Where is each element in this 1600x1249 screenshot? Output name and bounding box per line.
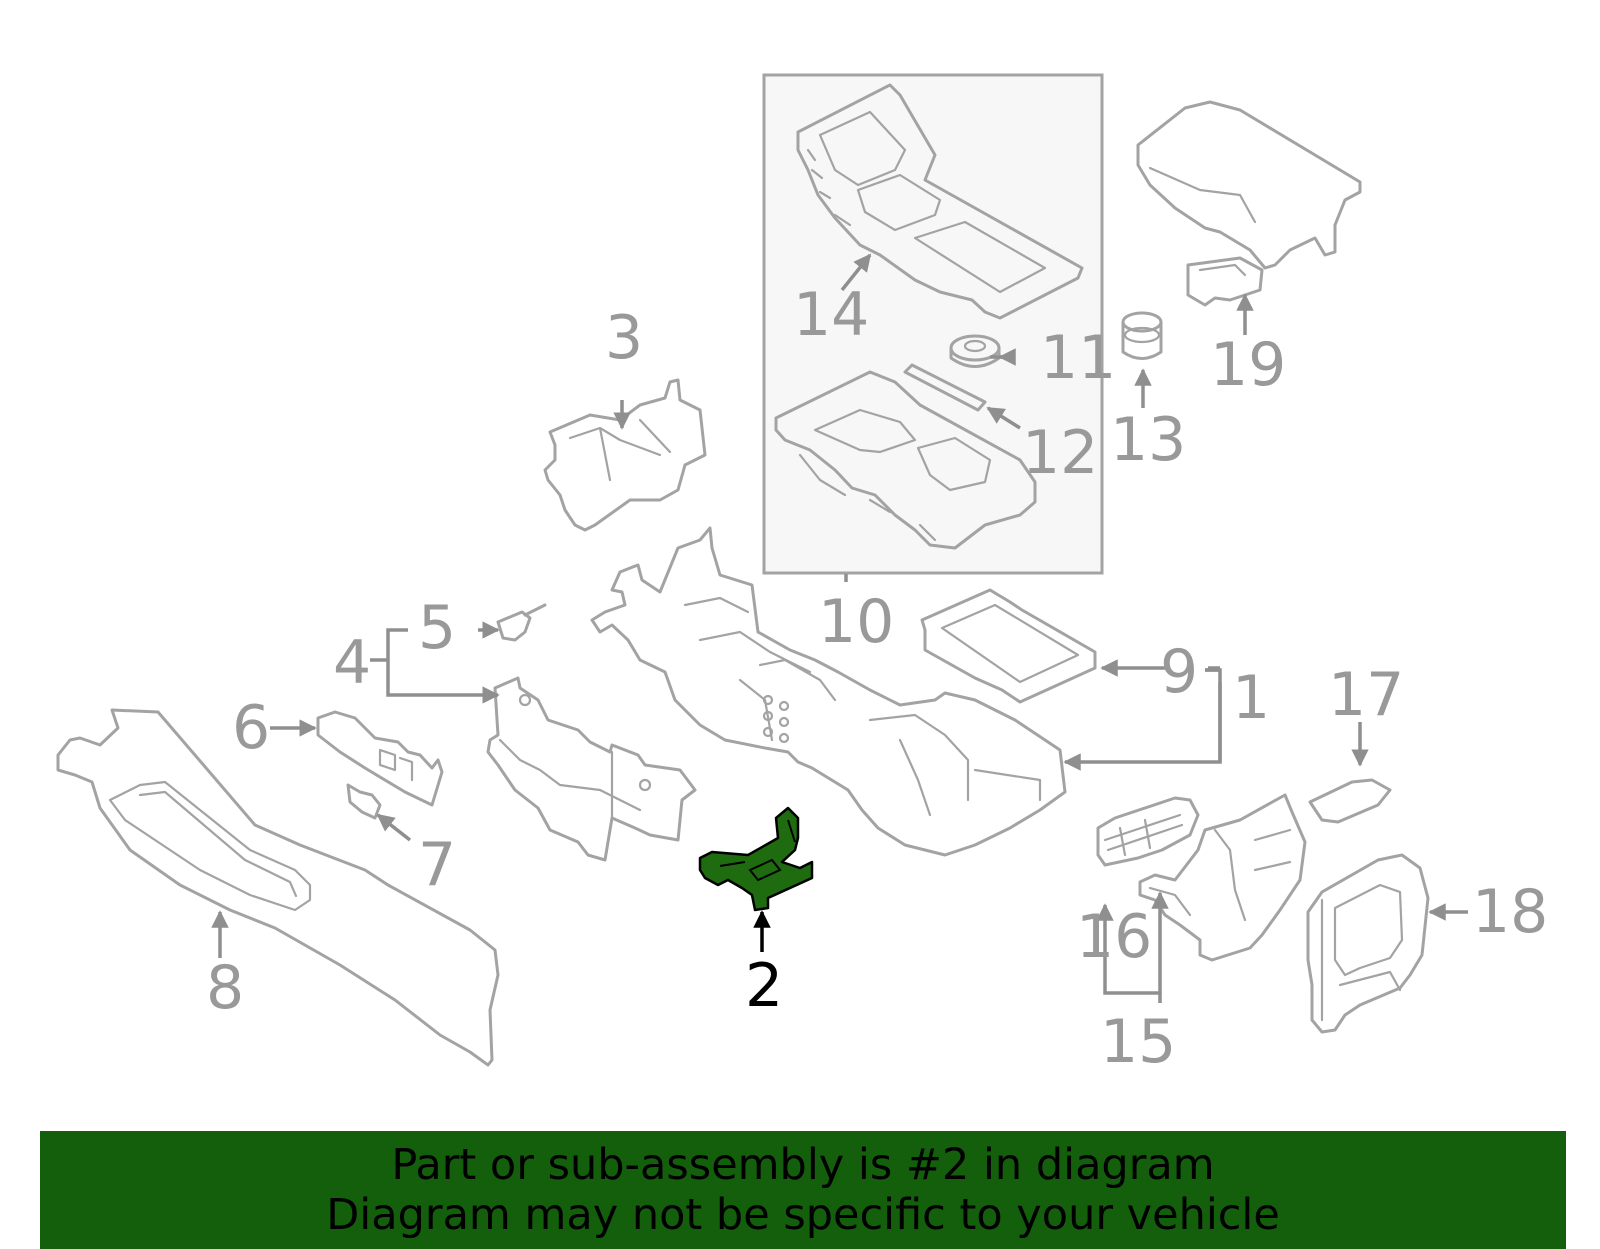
callout-2: 2 bbox=[745, 951, 783, 1021]
callout-11: 11 bbox=[1040, 323, 1116, 393]
callout-1: 1 bbox=[1232, 663, 1270, 733]
callout-17: 17 bbox=[1328, 660, 1404, 730]
callout-5: 5 bbox=[418, 593, 456, 663]
part-1-console-body bbox=[590, 526, 1067, 857]
part-19-armrest bbox=[1136, 100, 1362, 307]
part-9-tray bbox=[920, 588, 1097, 704]
info-banner: Part or sub-assembly is #2 in diagram Di… bbox=[40, 1131, 1566, 1249]
callout-19: 19 bbox=[1210, 330, 1286, 400]
part-10-console-top bbox=[774, 370, 1037, 550]
callout-18: 18 bbox=[1472, 877, 1548, 947]
callout-12: 12 bbox=[1022, 418, 1098, 488]
leader-lines bbox=[211, 253, 1468, 1003]
banner-line-1: Part or sub-assembly is #2 in diagram bbox=[391, 1140, 1215, 1190]
banner-line-2: Diagram may not be specific to your vehi… bbox=[326, 1190, 1280, 1240]
part-13-cup-insert bbox=[1121, 311, 1163, 360]
callout-labels: 1 2 3 4 5 6 7 8 9 10 11 12 13 14 15 16 1… bbox=[206, 280, 1548, 1077]
part-14-shifter-bezel bbox=[796, 83, 1084, 320]
part-12-strip bbox=[903, 363, 987, 412]
callout-10: 10 bbox=[818, 587, 894, 657]
callout-6: 6 bbox=[232, 693, 270, 763]
part-4-side-panel bbox=[486, 676, 697, 862]
part-7-clip bbox=[346, 783, 382, 820]
part-6-trim bbox=[316, 710, 444, 807]
part-2-bracket-highlighted bbox=[698, 806, 814, 912]
callout-13: 13 bbox=[1110, 405, 1186, 475]
part-5-screw bbox=[496, 603, 547, 642]
callout-4: 4 bbox=[333, 628, 371, 698]
callout-14: 14 bbox=[793, 280, 869, 350]
part-8-side-trim bbox=[56, 708, 500, 1067]
callout-7: 7 bbox=[418, 830, 456, 900]
part-15-rear-bracket bbox=[1138, 793, 1307, 962]
callout-9: 9 bbox=[1160, 637, 1198, 707]
part-3-bracket bbox=[543, 378, 707, 532]
callout-15: 15 bbox=[1100, 1007, 1176, 1077]
callout-16: 16 bbox=[1076, 902, 1152, 972]
callout-8: 8 bbox=[206, 953, 244, 1023]
callout-3: 3 bbox=[605, 303, 643, 373]
part-18-rear-panel bbox=[1306, 853, 1430, 1034]
part-17-cover bbox=[1308, 778, 1392, 824]
part-16-vent bbox=[1096, 796, 1200, 867]
